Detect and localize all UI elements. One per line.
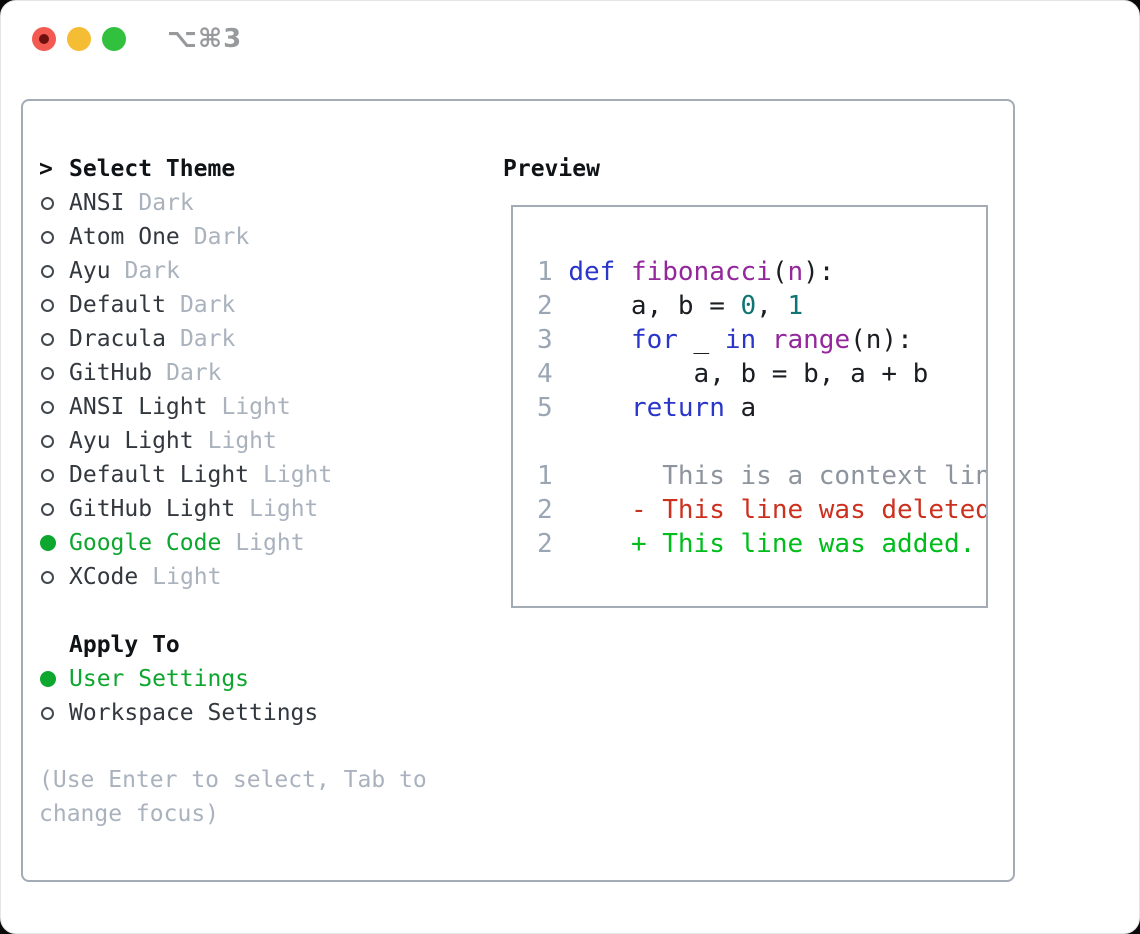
radio-unselected-icon bbox=[41, 196, 54, 210]
theme-list-header: > Select Theme bbox=[39, 152, 332, 186]
theme-option-xcode[interactable]: XCode Light bbox=[39, 560, 332, 594]
code-line: 2 - This line was deleted. bbox=[537, 495, 988, 525]
selection-caret-icon: > bbox=[39, 156, 53, 182]
code-line: 5 return a bbox=[537, 393, 757, 423]
close-button[interactable] bbox=[32, 27, 56, 51]
apply-to-section: Apply To User Settings Workspace Setting… bbox=[39, 628, 318, 730]
code-line bbox=[537, 425, 986, 459]
theme-option-atom-one[interactable]: Atom One Dark bbox=[39, 220, 332, 254]
theme-option-ansi-light[interactable]: ANSI Light Light bbox=[39, 390, 332, 424]
theme-option-ayu[interactable]: Ayu Dark bbox=[39, 254, 332, 288]
apply-to-header: Apply To bbox=[39, 628, 318, 662]
radio-unselected-icon bbox=[41, 298, 54, 312]
radio-selected-icon bbox=[40, 671, 56, 687]
code-line: 2 a, b = 0, 1 bbox=[537, 291, 804, 321]
theme-option-default[interactable]: Default Dark bbox=[39, 288, 332, 322]
minimize-button[interactable] bbox=[67, 27, 91, 51]
theme-option-dracula[interactable]: Dracula Dark bbox=[39, 322, 332, 356]
titlebar: ⌥⌘3 bbox=[1, 1, 1139, 77]
radio-unselected-icon bbox=[41, 230, 54, 244]
close-dot-icon bbox=[39, 34, 49, 44]
radio-unselected-icon bbox=[41, 366, 54, 380]
code-line: 1 def fibonacci(n): bbox=[537, 257, 835, 287]
radio-unselected-icon bbox=[41, 570, 54, 584]
radio-unselected-icon bbox=[41, 400, 54, 414]
theme-option-ansi[interactable]: ANSI Dark bbox=[39, 186, 332, 220]
apply-to-title: Apply To bbox=[69, 632, 180, 658]
apply-option-user-settings[interactable]: User Settings bbox=[39, 662, 318, 696]
theme-option-github-light[interactable]: GitHub Light Light bbox=[39, 492, 332, 526]
radio-unselected-icon bbox=[41, 264, 54, 278]
code-line: 2 + This line was added. bbox=[537, 529, 976, 559]
radio-unselected-icon bbox=[41, 706, 54, 720]
preview-pane: 1 def fibonacci(n): 2 a, b = 0, 1 3 for _ … bbox=[511, 205, 988, 608]
code-line: 4 a, b = b, a + b bbox=[537, 359, 929, 389]
theme-list-title: Select Theme bbox=[69, 156, 236, 182]
theme-option-github[interactable]: GitHub Dark bbox=[39, 356, 332, 390]
theme-option-default-light[interactable]: Default Light Light bbox=[39, 458, 332, 492]
apply-option-workspace-settings[interactable]: Workspace Settings bbox=[39, 696, 318, 730]
code-preview: 1 def fibonacci(n): 2 a, b = 0, 1 3 for _ … bbox=[513, 207, 986, 561]
code-line: 1 This is a context line. bbox=[537, 461, 988, 491]
window-title-shortcut: ⌥⌘3 bbox=[167, 24, 243, 54]
preview-title: Preview bbox=[503, 156, 600, 182]
radio-unselected-icon bbox=[41, 332, 54, 346]
theme-picker-panel: > Select Theme ANSI Dark Atom One Dark A… bbox=[21, 99, 1015, 882]
theme-list: > Select Theme ANSI Dark Atom One Dark A… bbox=[39, 152, 332, 594]
zoom-button[interactable] bbox=[102, 27, 126, 51]
code-line: 3 for _ in range(n): bbox=[537, 325, 913, 355]
radio-selected-icon bbox=[40, 535, 56, 551]
keyboard-hint: (Use Enter to select, Tab to change focu… bbox=[39, 767, 427, 827]
theme-option-google-code[interactable]: Google Code Light bbox=[39, 526, 332, 560]
radio-unselected-icon bbox=[41, 434, 54, 448]
theme-option-ayu-light[interactable]: Ayu Light Light bbox=[39, 424, 332, 458]
radio-unselected-icon bbox=[41, 502, 54, 516]
radio-unselected-icon bbox=[41, 468, 54, 482]
